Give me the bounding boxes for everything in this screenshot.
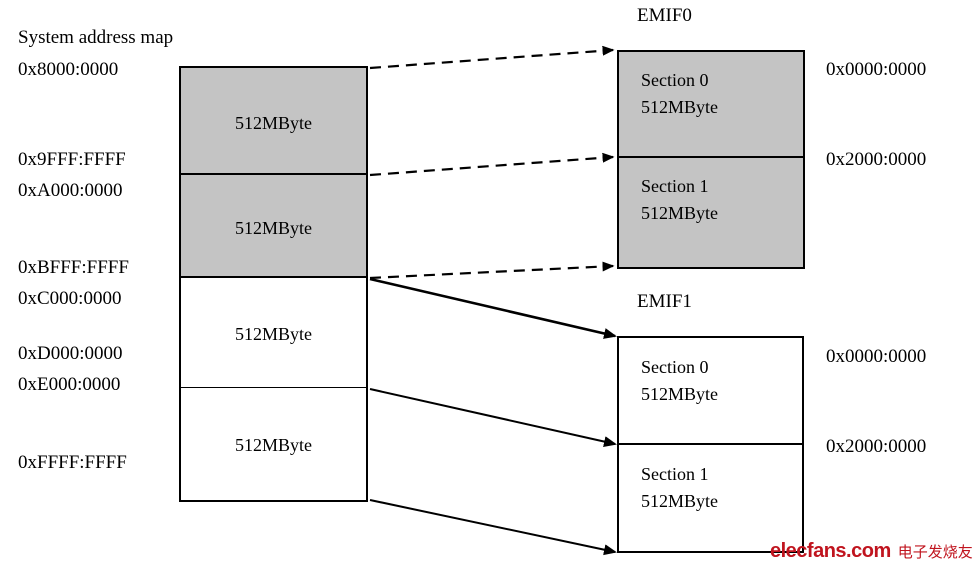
memory-segment-3: 512MByte — [181, 388, 366, 500]
page-title: System address map — [18, 27, 174, 48]
emif0-section-1-name: Section 1 — [641, 176, 709, 196]
memory-segment-0: 512MByte — [181, 68, 366, 175]
memory-segment-1: 512MByte — [181, 175, 366, 278]
watermark-text-cn: 电子发烧友 — [897, 543, 973, 561]
addr-label-0x9FFF-FFFF: 0x9FFF:FFFF — [18, 149, 126, 170]
emif0-block: Section 0 512MByte Section 1 512MByte — [617, 50, 805, 269]
addr-label-0xE000-0000: 0xE000:0000 — [18, 374, 121, 395]
emif1-section-0-size: 512MByte — [641, 384, 719, 404]
solid-arrow-group — [369, 277, 617, 556]
memory-segment-3-label: 512MByte — [234, 435, 312, 455]
addr-label-0xBFFF-FFFF: 0xBFFF:FFFF — [18, 257, 129, 278]
memory-segment-2-label: 512MByte — [234, 324, 312, 344]
emif0-section-1-address: 0x2000:0000 — [826, 149, 927, 170]
emif0-section-0-name: Section 0 — [641, 70, 709, 90]
emif0-section-0: Section 0 512MByte — [619, 52, 803, 158]
emif1-section-0-name: Section 0 — [641, 357, 709, 377]
emif1-section-0-address: 0x0000:0000 — [826, 346, 927, 367]
watermark: elecfans.com 电子发烧友 — [770, 540, 973, 563]
dashed-arrow-1 — [369, 45, 615, 70]
system-address-map-block: 512MByte 512MByte 512MByte 512MByte — [179, 66, 368, 502]
emif1-section-1-address: 0x2000:0000 — [826, 436, 927, 457]
emif0-section-0-address: 0x0000:0000 — [826, 59, 927, 80]
emif1-title: EMIF1 — [637, 291, 692, 312]
emif0-section-1: Section 1 512MByte — [619, 158, 803, 267]
emif0-section-1-size: 512MByte — [641, 203, 719, 223]
emif1-section-1: Section 1 512MByte — [619, 445, 802, 551]
dashed-arrow-2 — [369, 152, 615, 177]
addr-label-0xFFFF-FFFF: 0xFFFF:FFFF — [18, 452, 127, 473]
memory-segment-0-label: 512MByte — [234, 113, 312, 133]
emif1-block: Section 0 512MByte Section 1 512MByte — [617, 336, 804, 553]
solid-arrow-3 — [369, 499, 617, 556]
addr-label-0xA000-0000: 0xA000:0000 — [18, 180, 123, 201]
emif1-section-0: Section 0 512MByte — [619, 338, 802, 445]
emif0-section-0-size: 512MByte — [641, 97, 719, 117]
dashed-arrow-group — [369, 45, 615, 280]
addr-label-0xC000-0000: 0xC000:0000 — [18, 288, 122, 309]
emif0-title: EMIF0 — [637, 5, 692, 26]
memory-segment-1-label: 512MByte — [234, 218, 312, 238]
addr-label-0xD000-0000: 0xD000:0000 — [18, 343, 123, 364]
memory-segment-2: 512MByte — [181, 278, 366, 388]
emif1-section-1-size: 512MByte — [641, 491, 719, 511]
solid-arrow-1 — [369, 277, 617, 339]
solid-arrow-2 — [369, 388, 617, 447]
addr-label-0x8000-0000: 0x8000:0000 — [18, 59, 119, 80]
watermark-text-en: elecfans.com — [770, 540, 891, 562]
dashed-arrow-3 — [369, 261, 615, 280]
emif1-section-1-name: Section 1 — [641, 464, 709, 484]
